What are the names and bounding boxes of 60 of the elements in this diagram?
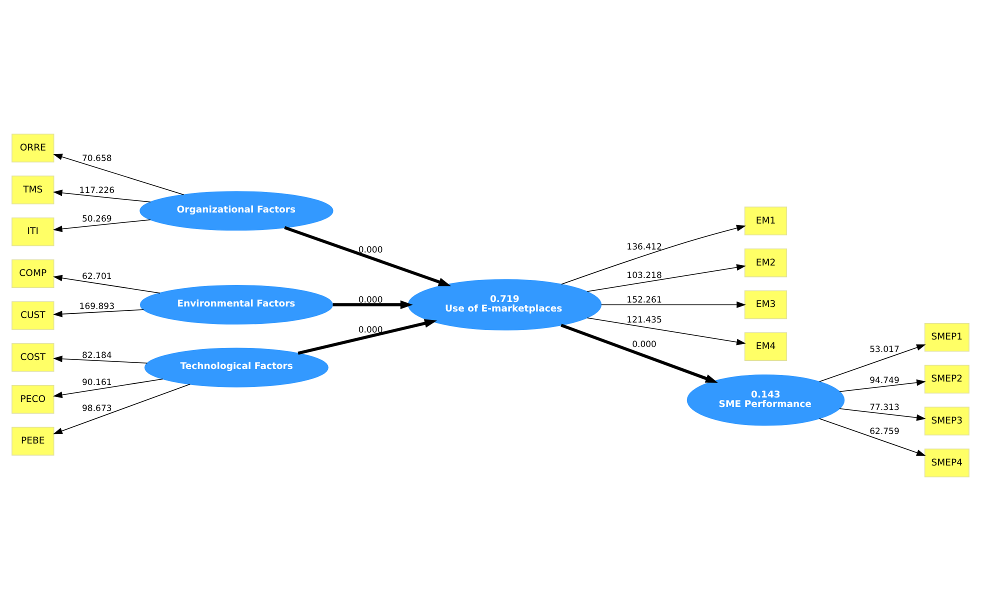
edge-label: 0.000 <box>358 324 383 335</box>
edge-label: 90.161 <box>82 378 112 388</box>
arrow <box>53 189 151 202</box>
node-box: CUST <box>12 300 54 330</box>
arrow <box>586 317 746 345</box>
edge-label: 62.701 <box>82 271 112 282</box>
node-box: SMEP4 <box>924 448 970 477</box>
edge-label: 98.673 <box>82 403 112 414</box>
arrow <box>332 300 413 309</box>
node-box: TMS <box>12 175 54 204</box>
arrow <box>586 264 746 292</box>
edge-label: 94.749 <box>870 375 900 386</box>
node-box: SMEP1 <box>924 322 970 352</box>
node-box: COMP <box>12 258 54 288</box>
node-ellipse: 0.719 Use of E-marketplaces <box>408 278 602 330</box>
edge-label: 70.658 <box>82 154 112 164</box>
edge-label: 62.759 <box>870 426 900 437</box>
arrow <box>284 226 451 286</box>
edge-label: 136.412 <box>626 242 662 252</box>
node-box: SMEP3 <box>924 406 970 435</box>
node-box: EM1 <box>744 206 788 235</box>
arrow <box>53 383 191 434</box>
edge-label: 152.261 <box>626 294 662 305</box>
arrow <box>53 274 160 293</box>
node-box: SMEP2 <box>924 364 970 394</box>
edge-label: 0.000 <box>358 294 383 305</box>
arrow <box>819 418 926 456</box>
arrow <box>600 300 746 308</box>
arrow <box>53 218 151 232</box>
edge-label: 169.893 <box>79 302 114 312</box>
edge-label: 0.000 <box>632 340 656 350</box>
arrow <box>53 378 164 398</box>
node-box: COST <box>12 342 54 372</box>
edge-label: 77.313 <box>870 402 900 413</box>
node-ellipse: Technological Factors <box>144 347 328 387</box>
node-box: PECO <box>12 384 54 414</box>
arrow <box>560 323 718 382</box>
arrow <box>298 318 438 354</box>
node-box: EM2 <box>744 248 788 277</box>
edge-label: 50.269 <box>82 214 112 224</box>
edge-label: 117.226 <box>79 185 114 196</box>
arrow <box>53 308 144 317</box>
node-box: ITI <box>12 216 54 246</box>
edge-label: 53.017 <box>870 344 900 354</box>
edge-label: 103.218 <box>626 270 662 281</box>
node-box: ORRE <box>12 133 54 162</box>
edge-label: 121.435 <box>626 314 662 325</box>
arrow <box>53 355 148 364</box>
node-box: EM3 <box>744 290 788 319</box>
arrow <box>53 153 184 195</box>
edge-label: 82.184 <box>82 350 112 361</box>
arrow <box>839 378 926 392</box>
arrow <box>561 224 746 284</box>
edge-label: 0.000 <box>358 245 383 256</box>
arrow <box>819 344 926 382</box>
node-ellipse: Environmental Factors <box>140 284 333 324</box>
node-box: EM4 <box>744 332 788 360</box>
node-box: PEBE <box>12 426 54 456</box>
arrow <box>839 408 926 420</box>
node-ellipse: Organizational Factors <box>140 190 334 230</box>
